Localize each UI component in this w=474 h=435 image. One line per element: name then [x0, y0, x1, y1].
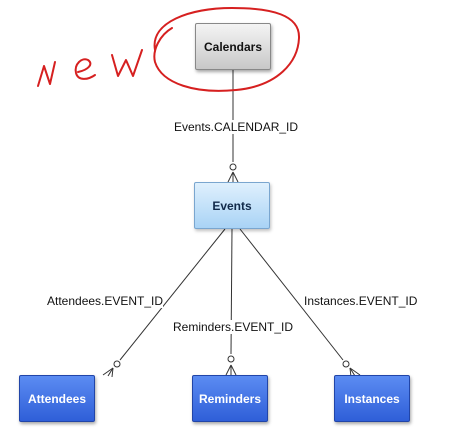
handwritten-annotation	[37, 7, 301, 92]
handwritten-letter-e	[74, 58, 96, 80]
connector-events-instances-optional-mark	[342, 360, 350, 368]
connector-events-reminders-crowfoot-left	[225, 364, 232, 376]
connector-events-attendees-crowfoot-c	[111, 367, 114, 378]
entity-calendars: Calendars	[195, 23, 271, 70]
relation-label-attendees-event-id: Attendees.EVENT_ID	[47, 294, 164, 308]
entity-events: Events	[194, 182, 270, 229]
connector-events-reminders-optional-mark	[227, 355, 235, 363]
connector-calendars-events-crowfoot-left	[227, 171, 234, 183]
handwritten-letter-n	[37, 61, 56, 87]
entity-attendees: Attendees	[19, 375, 95, 422]
connector-events-reminders-crowfoot-right	[230, 364, 237, 376]
connector-events-instances-crowfoot-a	[349, 367, 361, 376]
connector-events-instances-crowfoot-b	[349, 367, 356, 377]
relation-label-calendar-id: Events.CALENDAR_ID	[174, 120, 299, 134]
connector-events-reminders	[230, 228, 233, 355]
connector-events-attendees	[119, 228, 226, 361]
handwritten-letter-w	[111, 49, 143, 77]
relation-label-instances-event-id: Instances.EVENT_ID	[304, 294, 418, 308]
entity-reminders: Reminders	[192, 375, 268, 422]
connector-events-attendees-crowfoot-b	[107, 367, 114, 377]
connector-events-attendees-optional-mark	[113, 360, 121, 368]
entity-instances: Instances	[334, 375, 410, 422]
connector-events-attendees-crowfoot-a	[102, 367, 114, 376]
relation-label-reminders-event-id: Reminders.EVENT_ID	[173, 320, 294, 334]
connector-events-instances	[239, 228, 344, 361]
connector-calendars-events-crowfoot-right	[232, 171, 239, 183]
handwritten-circle	[153, 7, 301, 92]
connector-calendars-events-optional-mark	[229, 163, 237, 171]
